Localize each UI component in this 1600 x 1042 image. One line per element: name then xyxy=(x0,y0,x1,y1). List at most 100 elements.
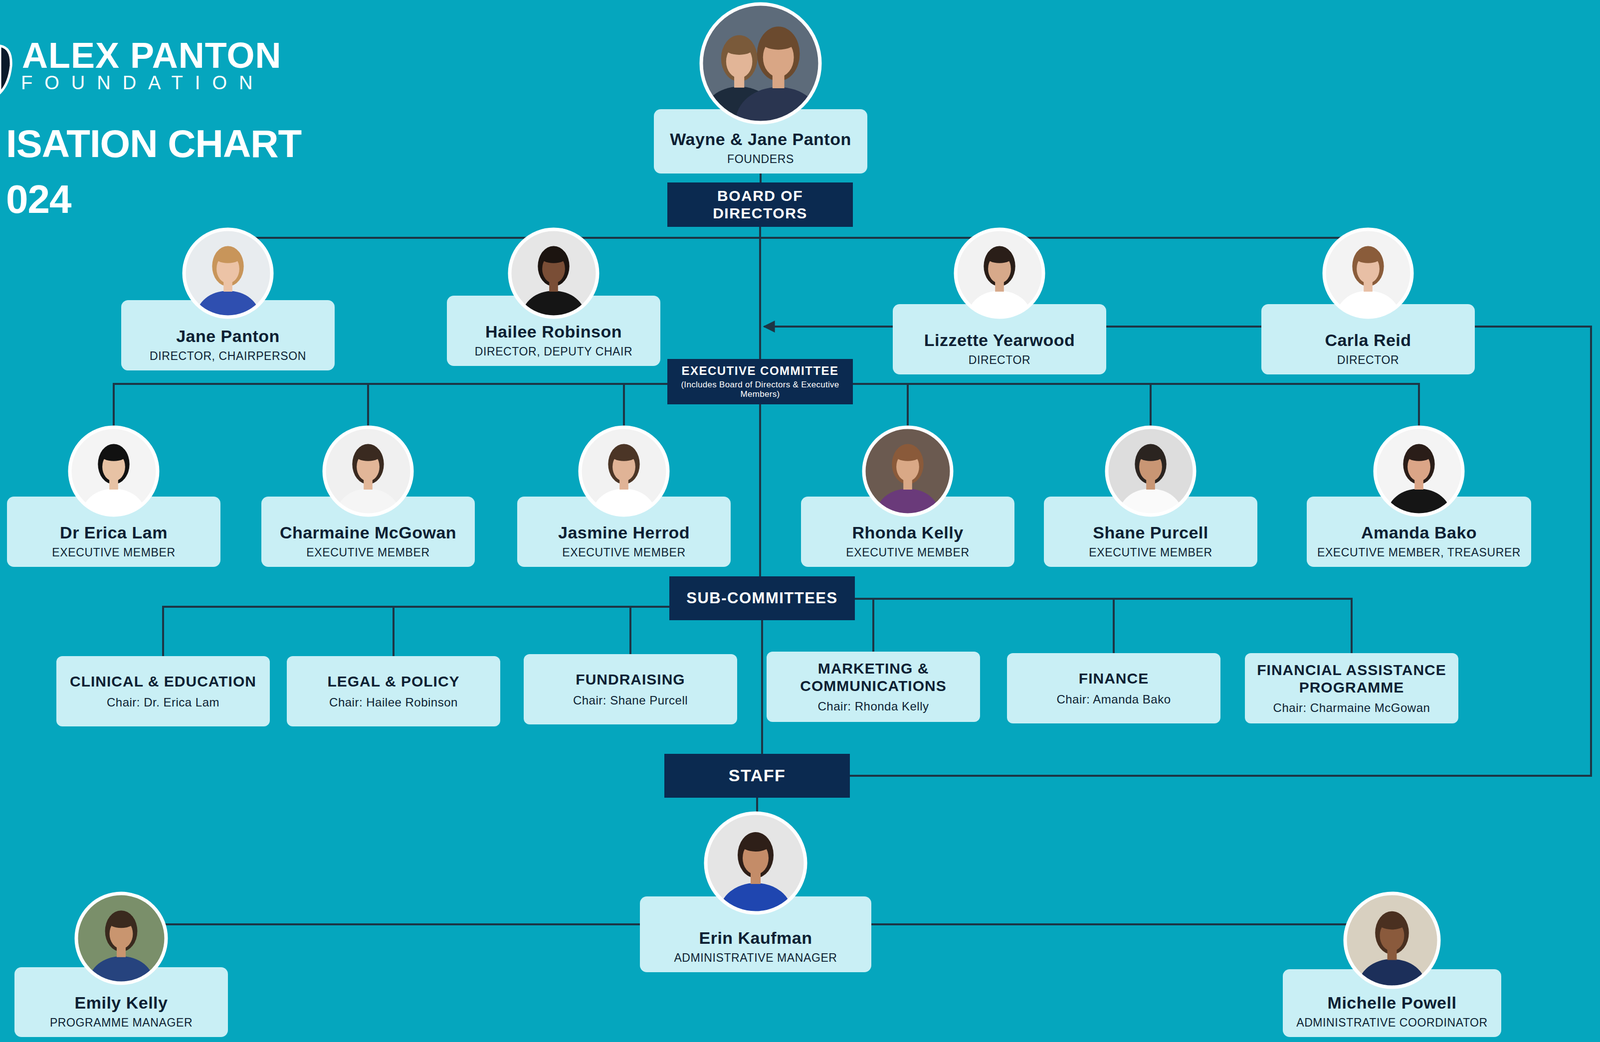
chart-title: ISATION CHART xyxy=(5,122,302,166)
person-card: Erin KaufmanADMINISTRATIVE MANAGER xyxy=(639,896,872,973)
connector-line xyxy=(764,326,1592,777)
person-card: Shane PurcellEXECUTIVE MEMBER xyxy=(1043,496,1258,568)
portrait-photo xyxy=(1321,226,1415,321)
portrait-photo xyxy=(577,424,671,519)
person-name: Shane Purcell xyxy=(1049,523,1252,543)
group-band: BOARD OF DIRECTORS xyxy=(667,182,853,227)
person-card: Rhonda KellyEXECUTIVE MEMBER xyxy=(800,496,1015,568)
person-name: Dr Erica Lam xyxy=(12,523,215,543)
person-card: Charmaine McGowanEXECUTIVE MEMBER xyxy=(261,496,475,568)
connector-line xyxy=(854,599,874,652)
portrait-photo xyxy=(181,226,275,321)
committee-chair: Chair: Dr. Erica Lam xyxy=(63,695,263,710)
connector-line xyxy=(871,924,1393,970)
person-card: Jasmine HerrodEXECUTIVE MEMBER xyxy=(517,496,731,568)
connector-line xyxy=(759,404,762,577)
committee-name: LEGAL & POLICY xyxy=(293,673,494,691)
committee-box: CLINICAL & EDUCATION Chair: Dr. Erica Lam xyxy=(56,656,270,727)
band-title: STAFF xyxy=(672,766,842,786)
person-name: Lizzette Yearwood xyxy=(898,330,1101,351)
person-name: Jane Panton xyxy=(127,326,329,347)
person-role: EXECUTIVE MEMBER xyxy=(12,546,215,560)
person-name: Wayne & Jane Panton xyxy=(659,129,862,150)
band-title: EXECUTIVE COMMITTEE xyxy=(675,364,845,379)
connector-line xyxy=(759,173,762,183)
band-note: (Includes Board of Directors & Executive… xyxy=(675,380,845,400)
connector-line xyxy=(121,924,640,968)
person-role: EXECUTIVE MEMBER xyxy=(267,546,469,560)
group-band: STAFF xyxy=(664,754,850,799)
person-role: EXECUTIVE MEMBER, TREASURER xyxy=(1312,546,1526,560)
chart-year: 024 xyxy=(5,177,71,222)
person-role: EXECUTIVE MEMBER xyxy=(523,546,725,560)
committee-box: FINANCIAL ASSISTANCE PROGRAMME Chair: Cha… xyxy=(1244,653,1459,724)
person-card: Amanda BakoEXECUTIVE MEMBER, TREASURER xyxy=(1306,496,1532,568)
person-role: EXECUTIVE MEMBER xyxy=(1049,546,1252,560)
portrait-photo xyxy=(952,226,1047,321)
person-card: Hailee RobinsonDIRECTOR, DEPUTY CHAIR xyxy=(446,295,661,367)
person-role: DIRECTOR, CHAIRPERSON xyxy=(127,349,329,363)
committee-chair: Chair: Shane Purcell xyxy=(530,693,731,708)
person-card: Dr Erica LamEXECUTIVE MEMBER xyxy=(6,496,221,568)
group-band: SUB-COMMITTEES xyxy=(669,576,855,621)
band-title: SUB-COMMITTEES xyxy=(677,589,847,608)
logo-wordmark: ALEX PANTON xyxy=(21,35,282,76)
committee-name: FINANCIAL ASSISTANCE PROGRAMME xyxy=(1251,661,1452,697)
committee-box: LEGAL & POLICY Chair: Hailee Robinson xyxy=(286,656,501,727)
portrait-photo xyxy=(66,424,161,519)
person-role: DIRECTOR xyxy=(898,353,1101,367)
portrait-photo xyxy=(1103,424,1198,519)
person-name: Michelle Powell xyxy=(1288,993,1496,1013)
person-card: Michelle PowellADMINISTRATIVE COORDINATO… xyxy=(1282,969,1502,1038)
person-card: Carla ReidDIRECTOR xyxy=(1261,304,1475,375)
person-name: Carla Reid xyxy=(1267,330,1469,351)
person-role: DIRECTOR xyxy=(1267,353,1469,367)
person-role: EXECUTIVE MEMBER xyxy=(806,546,1009,560)
group-band: EXECUTIVE COMMITTEE(Includes Board of Di… xyxy=(667,359,853,405)
portrait-photo xyxy=(698,0,823,126)
person-card: Emily KellyPROGRAMME MANAGER xyxy=(14,967,228,1038)
portrait-photo xyxy=(321,424,415,519)
person-name: Emily Kelly xyxy=(20,993,222,1013)
person-name: Jasmine Herrod xyxy=(523,523,725,543)
committee-box: FUNDRAISING Chair: Shane Purcell xyxy=(523,654,738,725)
committee-chair: Chair: Charmaine McGowan xyxy=(1251,701,1452,716)
connector-line xyxy=(854,599,1114,654)
person-name: Rhonda Kelly xyxy=(806,523,1009,543)
committee-name: FUNDRAISING xyxy=(530,671,731,689)
connector-line xyxy=(163,606,670,657)
person-name: Erin Kaufman xyxy=(645,928,866,949)
person-card: Wayne & Jane PantonFOUNDERS xyxy=(653,109,868,174)
connector-line xyxy=(630,606,670,655)
committee-name: CLINICAL & EDUCATION xyxy=(63,673,263,691)
connector-line xyxy=(393,606,670,657)
person-card: Lizzette YearwoodDIRECTOR xyxy=(892,304,1107,375)
committee-chair: Chair: Rhonda Kelly xyxy=(773,699,974,714)
portrait-photo xyxy=(860,424,955,519)
person-role: ADMINISTRATIVE MANAGER xyxy=(645,951,866,965)
committee-name: MARKETING & COMMUNICATIONS xyxy=(773,660,974,695)
connector-line xyxy=(761,620,764,755)
person-role: PROGRAMME MANAGER xyxy=(20,1016,222,1030)
committee-chair: Chair: Hailee Robinson xyxy=(293,695,494,710)
committee-name: FINANCE xyxy=(1013,670,1214,688)
logo-subtitle: FOUNDATION xyxy=(20,72,265,94)
portrait-photo xyxy=(1342,890,1442,991)
portrait-photo xyxy=(506,226,601,321)
person-name: Charmaine McGowan xyxy=(267,523,469,543)
person-role: DIRECTOR, DEPUTY CHAIR xyxy=(452,345,655,359)
person-role: ADMINISTRATIVE COORDINATOR xyxy=(1288,1016,1496,1030)
connector-line xyxy=(760,226,1369,305)
committee-box: MARKETING & COMMUNICATIONS Chair: Rhonda … xyxy=(766,651,981,723)
person-card: Jane PantonDIRECTOR, CHAIRPERSON xyxy=(121,300,335,371)
portrait-photo xyxy=(73,890,170,987)
portrait-photo xyxy=(1372,424,1466,519)
connector-line xyxy=(227,226,761,301)
person-name: Hailee Robinson xyxy=(452,322,655,342)
band-title: BOARD OF DIRECTORS xyxy=(675,187,845,222)
portrait-photo xyxy=(702,810,809,917)
connector-line xyxy=(854,599,1352,654)
committee-chair: Chair: Amanda Bako xyxy=(1013,692,1214,707)
connector-line xyxy=(759,226,762,360)
